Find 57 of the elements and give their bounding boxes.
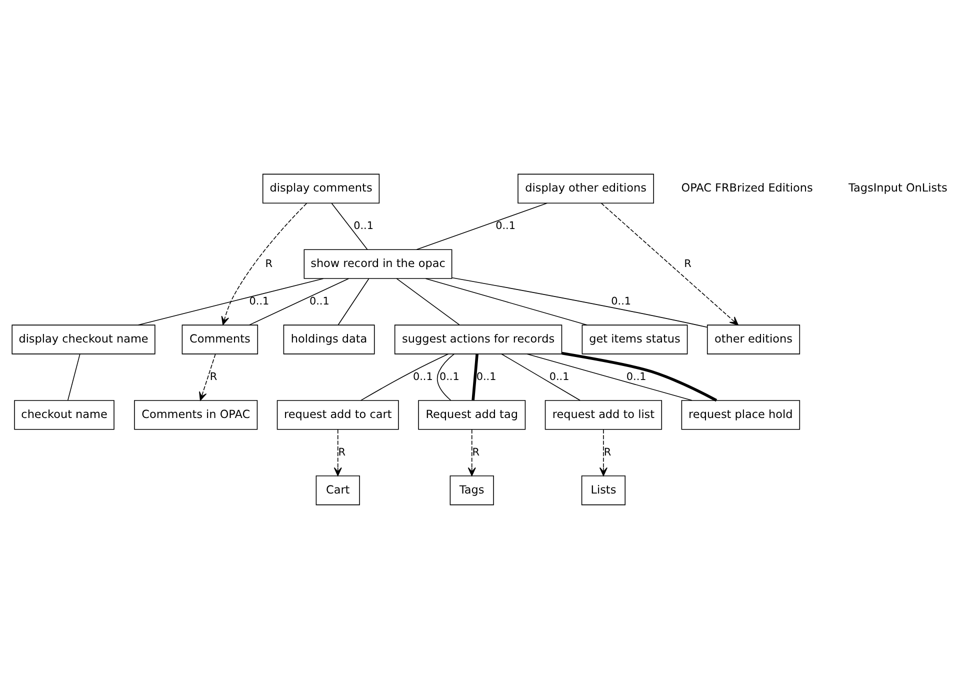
arrow	[599, 428, 608, 476]
edge-label: R	[472, 446, 480, 458]
connector	[248, 278, 350, 325]
node-box: Tags	[450, 475, 494, 505]
connector	[360, 353, 449, 400]
arrow	[600, 202, 738, 325]
arrow	[468, 428, 476, 476]
connector	[396, 278, 460, 325]
arrow	[334, 428, 342, 476]
connector	[501, 353, 581, 400]
edge-label: 0..1	[249, 295, 270, 308]
arrow	[199, 353, 216, 400]
node-box: get items status	[582, 324, 688, 354]
connector	[67, 353, 80, 400]
node-box: Lists	[581, 475, 626, 505]
connector	[331, 202, 368, 250]
node-box: holdings data	[283, 324, 375, 354]
connector	[416, 202, 548, 250]
node-box: show record in the opac	[304, 248, 452, 278]
node-box: request place hold	[681, 400, 800, 430]
connector	[562, 351, 718, 402]
label: OPAC FRBrized Editions	[681, 181, 813, 194]
node-box: display comments	[262, 173, 380, 203]
edge-label: 0..1	[611, 295, 632, 308]
edge-label: R	[338, 446, 346, 458]
node-box: Comments	[182, 324, 258, 354]
connector	[472, 354, 478, 400]
edge-label: 0..1	[476, 370, 496, 382]
edge-label: 0..1	[412, 370, 433, 382]
connector	[138, 278, 324, 325]
connector	[338, 278, 370, 325]
connector	[437, 353, 455, 400]
edge-label: R	[265, 257, 272, 270]
edge-label: 0..1	[626, 370, 646, 382]
node-box: request add to cart	[276, 400, 399, 430]
node-box: suggest actions for records	[394, 324, 562, 354]
node-box: display checkout name	[12, 324, 156, 354]
node-box: Cart	[316, 475, 360, 505]
connector	[452, 276, 708, 328]
edge-label: 0..1	[354, 220, 374, 232]
connector	[526, 353, 692, 400]
edge-label: 0..1	[549, 370, 570, 382]
edge-label: 0..1	[439, 370, 460, 382]
edge-label: R	[684, 257, 692, 270]
edge-label: 0..1	[309, 295, 330, 308]
label: TagsInput OnLists	[848, 181, 948, 194]
arrow	[221, 202, 308, 325]
node-box: checkout name	[14, 400, 114, 430]
edge-label: R	[210, 370, 218, 382]
edge-label: 0..1	[496, 220, 516, 232]
node-box: other editions	[706, 324, 800, 354]
node-box: Request add tag	[418, 400, 526, 430]
edge-label: R	[604, 446, 612, 458]
node-box: request add to list	[544, 400, 662, 430]
connector	[425, 278, 588, 325]
node-box: display other editions	[518, 173, 654, 203]
node-box: Comments in OPAC	[134, 400, 258, 430]
